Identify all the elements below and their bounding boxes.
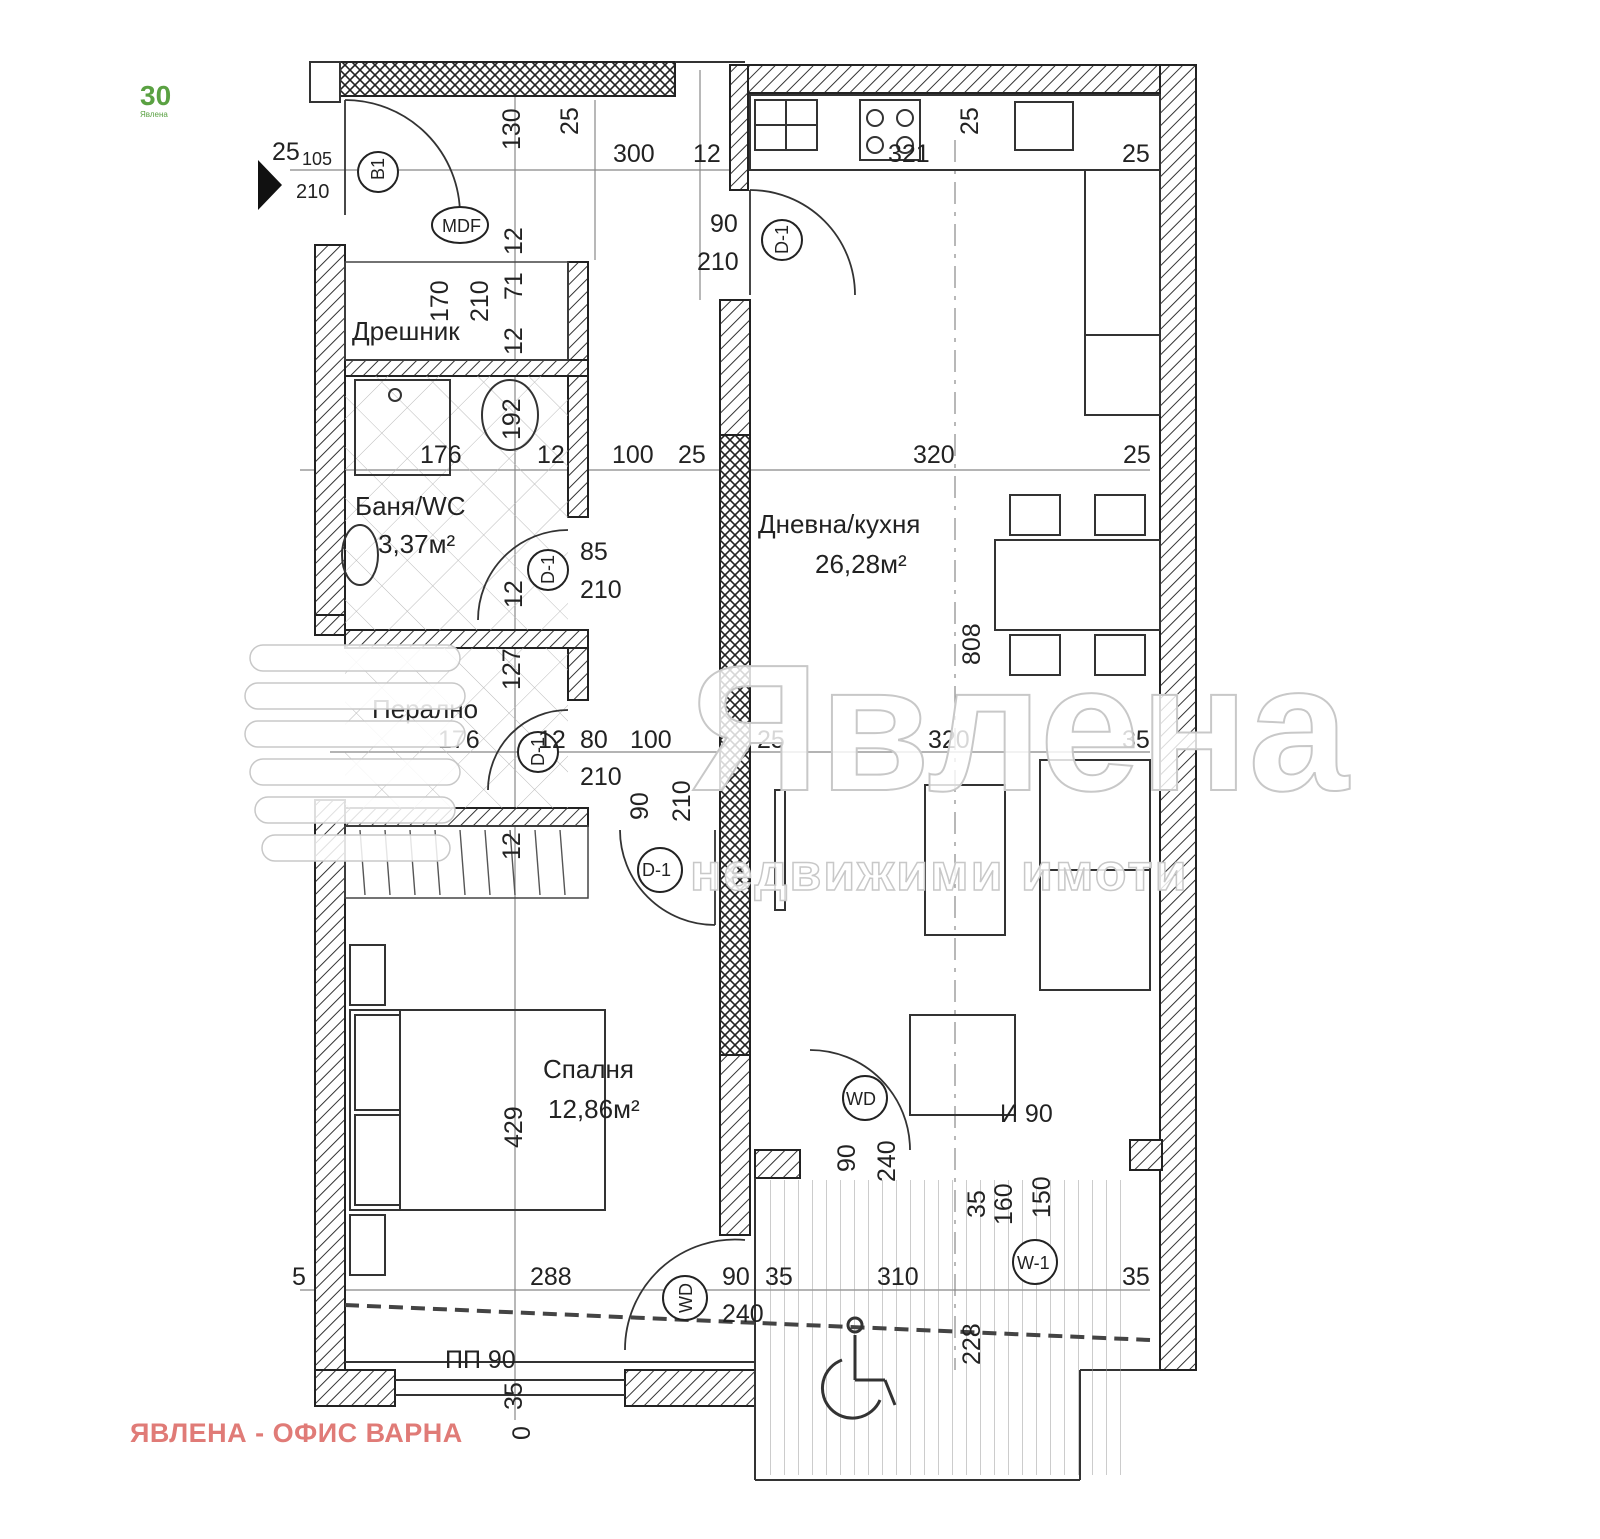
tag-pp90: ПП 90 (445, 1346, 516, 1374)
dimension-label: 240 (873, 1140, 901, 1182)
dimension-label: 25 (272, 138, 300, 166)
dimension-label: 12 (500, 327, 528, 355)
dimension-label: 105 (302, 149, 332, 169)
dimension-label: 5 (292, 1263, 306, 1291)
dimension-label: 210 (697, 248, 739, 276)
dimension-label: 176 (420, 441, 462, 469)
dimension-label: 228 (958, 1323, 986, 1365)
tag-d1-bath: D-1 (538, 555, 558, 584)
tag-b1: B1 (368, 158, 388, 180)
tag-d1-bedroom: D-1 (642, 860, 671, 880)
watermark-brand: Явлена (690, 628, 1350, 829)
watermark-logo-icon (244, 644, 466, 862)
dimension-label: 210 (296, 181, 329, 203)
tag-d1-laundry: D-1 (528, 737, 548, 766)
dimension-label: 12 (500, 227, 528, 255)
door-swings (344, 99, 911, 1351)
dimension-label: 12 (537, 441, 565, 469)
dimension-label: 170 (426, 280, 454, 322)
dimension-label: 100 (630, 726, 672, 754)
kitchen-counter (749, 94, 1161, 416)
dimension-label: 100 (612, 441, 654, 469)
dimension-label: 320 (913, 441, 955, 469)
dimension-label: 35 (1122, 726, 1150, 754)
dimension-label: 90 (833, 1144, 861, 1172)
wheelchair-icon (820, 1316, 897, 1420)
tag-wd-living: WD (846, 1089, 876, 1109)
dimension-label: 321 (888, 140, 930, 168)
dimension-label: 12 (500, 580, 528, 608)
dimension-label: 210 (580, 763, 622, 791)
dimension-label: 85 (580, 538, 608, 566)
tag-w1: W-1 (1017, 1253, 1050, 1273)
balcony-edge-line (344, 1303, 1151, 1342)
room-living-area: 26,28м² (815, 549, 907, 579)
dimension-label: 90 (722, 1263, 750, 1291)
dimension-label: 71 (500, 272, 528, 300)
dimension-label: 25 (1122, 140, 1150, 168)
room-bedroom-name: Спалня (543, 1054, 634, 1084)
tag-n90: И 90 (1000, 1100, 1053, 1128)
dimension-label: 25 (556, 107, 584, 135)
walls-concrete (339, 61, 751, 1056)
room-hall-name: Дрешник (352, 316, 460, 346)
bed (349, 944, 606, 1276)
dimension-labels: 25 105 210 130 25 300 12 321 25 25 90 21… (272, 107, 1151, 1440)
bath-fixtures (341, 379, 539, 586)
dimension-label: 300 (613, 140, 655, 168)
dimension-label: 288 (530, 1263, 572, 1291)
dimension-label: 127 (498, 648, 526, 690)
walls-hatched (314, 64, 1197, 1407)
tag-wd-bedroom: WD (676, 1283, 696, 1313)
bath-floor-tile (345, 376, 568, 630)
room-bath-area: 3,37м² (378, 529, 455, 559)
dimension-label: 90 (710, 210, 738, 238)
dimension-label: 35 (963, 1190, 991, 1218)
dimension-label: 310 (877, 1263, 919, 1291)
room-bath-name: Баня/WC (355, 491, 466, 521)
logo-brand: Явлена (140, 110, 168, 119)
entrance-arrow-icon (258, 160, 282, 210)
dimension-label: 35 (500, 1382, 528, 1410)
anniversary-logo: 30 Явлена (140, 82, 200, 128)
dimension-label: 35 (765, 1263, 793, 1291)
room-bedroom-area: 12,86м² (548, 1094, 640, 1124)
dimension-label: 160 (990, 1183, 1018, 1225)
tag-circles (357, 151, 1058, 1321)
logo-number: 30 (140, 80, 172, 111)
dimension-label: 25 (757, 726, 785, 754)
dimension-label: 12 (538, 726, 566, 754)
dimension-label: 80 (580, 726, 608, 754)
office-label: ЯВЛЕНА - ОФИС ВАРНА (130, 1418, 463, 1448)
interior-outlines (309, 61, 1160, 1481)
dimension-label: 240 (722, 1300, 764, 1328)
dimension-label: 90 (626, 792, 654, 820)
dimension-label: 25 (956, 107, 984, 135)
dimension-label: 210 (668, 780, 696, 822)
dining-table (994, 494, 1161, 676)
dimension-label: 210 (466, 280, 494, 322)
dimension-label: 12 (693, 140, 721, 168)
dimension-label: 0 (508, 1426, 536, 1440)
dimension-label: 35 (1122, 1263, 1150, 1291)
dimension-label: 429 (500, 1106, 528, 1148)
tag-mdf: MDF (442, 216, 481, 236)
dimension-label: 25 (678, 441, 706, 469)
dimension-label: 320 (928, 726, 970, 754)
dimension-label: 25 (1123, 441, 1151, 469)
dimension-label: 808 (958, 623, 986, 665)
living-furniture (774, 759, 1151, 1116)
room-living-name: Дневна/кухня (758, 509, 920, 539)
dimension-label: 150 (1028, 1176, 1056, 1218)
dimension-label: 12 (498, 832, 526, 860)
watermark-subtitle: недвижими имоти (690, 844, 1189, 902)
dimension-label: 192 (498, 398, 526, 440)
tag-d1-entry: D-1 (772, 225, 792, 254)
dimension-label: 130 (498, 108, 526, 150)
dimension-label: 210 (580, 576, 622, 604)
balcony-deck (760, 1180, 1130, 1475)
watermark: Явлена недвижими имоти (244, 627, 1351, 903)
